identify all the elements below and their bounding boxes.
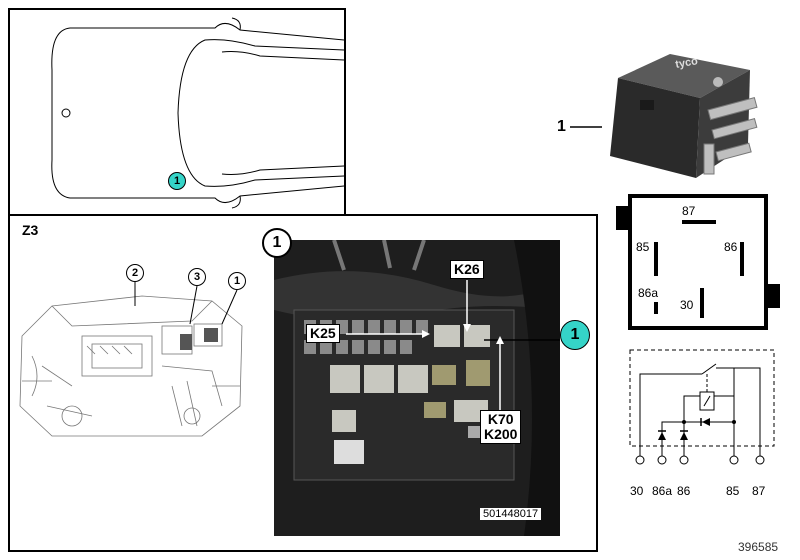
photo-index-badge: 1 <box>262 228 292 258</box>
engine-bay-panel: Z3 2 3 1 <box>8 214 598 552</box>
photo-label-k70-k200: K70 K200 <box>480 410 522 444</box>
photo-label-k26: K26 <box>450 260 484 279</box>
engine-callout-3: 3 <box>188 268 206 286</box>
fuse-box-photo: K25 K26 K70 K200 501448017 <box>274 240 560 536</box>
photo-label-k70: K70 <box>487 411 514 427</box>
relay-brand: tyco <box>674 55 699 71</box>
terminal-86a-label: 86a <box>652 484 673 498</box>
photo-location-marker: 1 <box>560 320 590 350</box>
zone-label: Z3 <box>22 222 39 238</box>
relay-schematic <box>629 349 775 465</box>
engine-bay-drawing <box>19 295 243 437</box>
engine-callout-2: 2 <box>126 264 144 282</box>
photo-label-k200: K200 <box>484 426 518 442</box>
pin-86 <box>740 242 744 276</box>
hood-emblem-marker <box>61 108 71 118</box>
photo-code: 501448017 <box>480 508 542 520</box>
terminal-30-label: 30 <box>630 484 644 498</box>
pin-87-label: 87 <box>682 204 696 218</box>
photo-label-k25: K25 <box>306 324 340 343</box>
relay-leader <box>570 126 602 128</box>
fuse-box-photo-content <box>274 240 560 536</box>
car-location-panel: 1 <box>8 8 346 218</box>
terminal-87-label: 87 <box>752 484 766 498</box>
pin-85 <box>654 242 658 276</box>
pinout-tab-left <box>616 206 628 230</box>
photo-leaders <box>346 280 560 412</box>
drawing-number: 396585 <box>738 540 779 554</box>
pin-85-label: 85 <box>636 240 650 254</box>
pinout-tab-right <box>768 284 780 308</box>
location-marker-1: 1 <box>168 172 186 190</box>
relay-image: tyco <box>610 54 758 178</box>
car-outline <box>51 17 344 209</box>
relay-pinout-diagram: 87 85 86 86a 30 <box>628 194 768 330</box>
pin-86a <box>654 302 658 314</box>
pin-86-label: 86 <box>724 240 738 254</box>
engine-callout-leaders <box>134 282 238 325</box>
pin-87 <box>682 220 716 224</box>
engine-callout-1: 1 <box>228 272 246 290</box>
location-marker-number: 1 <box>173 175 181 187</box>
terminal-86-label: 86 <box>677 484 691 498</box>
pin-86a-label: 86a <box>638 286 659 300</box>
pin-30-label: 30 <box>680 298 694 312</box>
relay-part-number: 1 <box>557 118 566 135</box>
pin-30 <box>700 288 704 318</box>
terminal-85-label: 85 <box>726 484 740 498</box>
